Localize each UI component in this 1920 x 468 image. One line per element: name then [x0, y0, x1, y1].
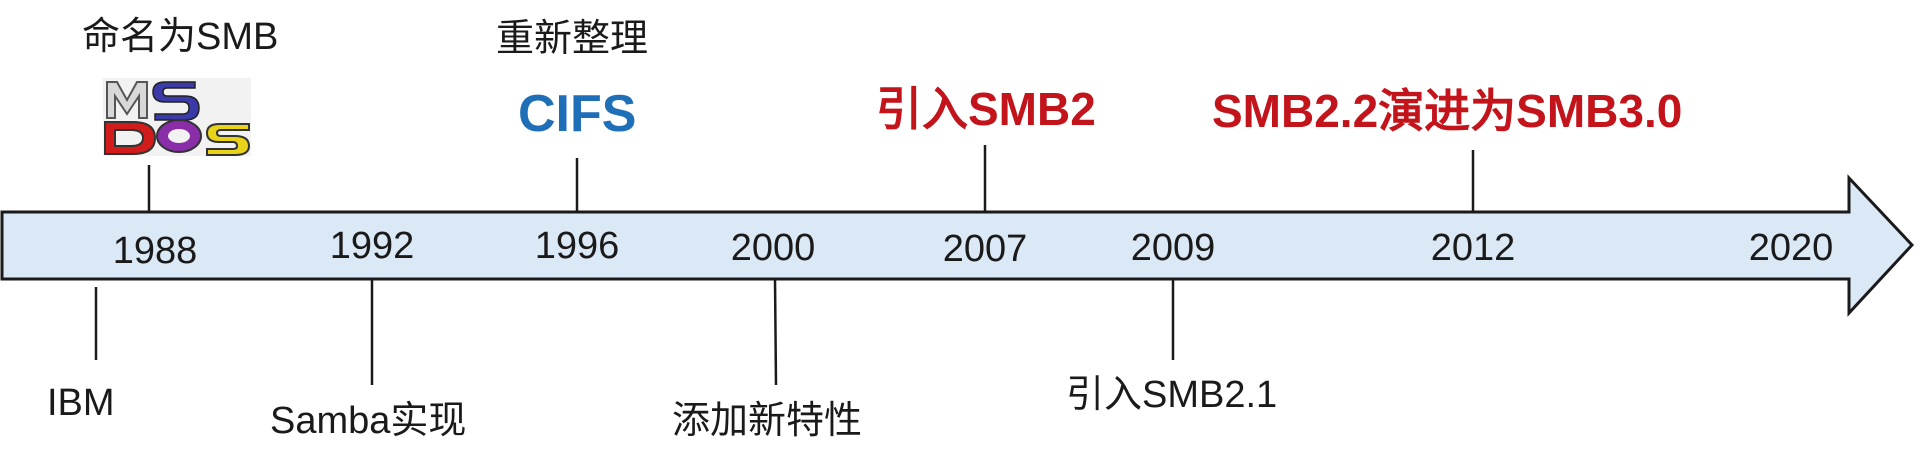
ibm-label: IBM	[47, 382, 115, 424]
cifs-label: CIFS	[518, 85, 637, 143]
year-label-1992: 1992	[329, 225, 415, 267]
event-2007-label: 引入SMB2	[876, 83, 1096, 135]
year-label-1996: 1996	[534, 225, 620, 267]
year-label-2020: 2020	[1748, 227, 1834, 269]
event-2000-label: 添加新特性	[672, 400, 863, 442]
year-label-2007: 2007	[942, 228, 1028, 270]
year-label-1988: 1988	[112, 230, 198, 272]
event-1988-label: 命名为SMB	[82, 16, 279, 58]
ms-dos-logo-icon	[103, 78, 251, 156]
timeline-arrow-shape	[0, 174, 1915, 317]
event-1996-label: 重新整理	[496, 18, 649, 60]
event-2012-label: SMB2.2演进为SMB3.0	[1212, 85, 1683, 137]
event-2009-label: 引入SMB2.1	[1066, 374, 1278, 416]
year-label-2000: 2000	[730, 227, 816, 269]
year-label-2012: 2012	[1430, 227, 1516, 269]
year-label-2009: 2009	[1130, 227, 1216, 269]
samba-label: Samba实现	[270, 400, 467, 442]
connector-2000	[773, 278, 778, 386]
